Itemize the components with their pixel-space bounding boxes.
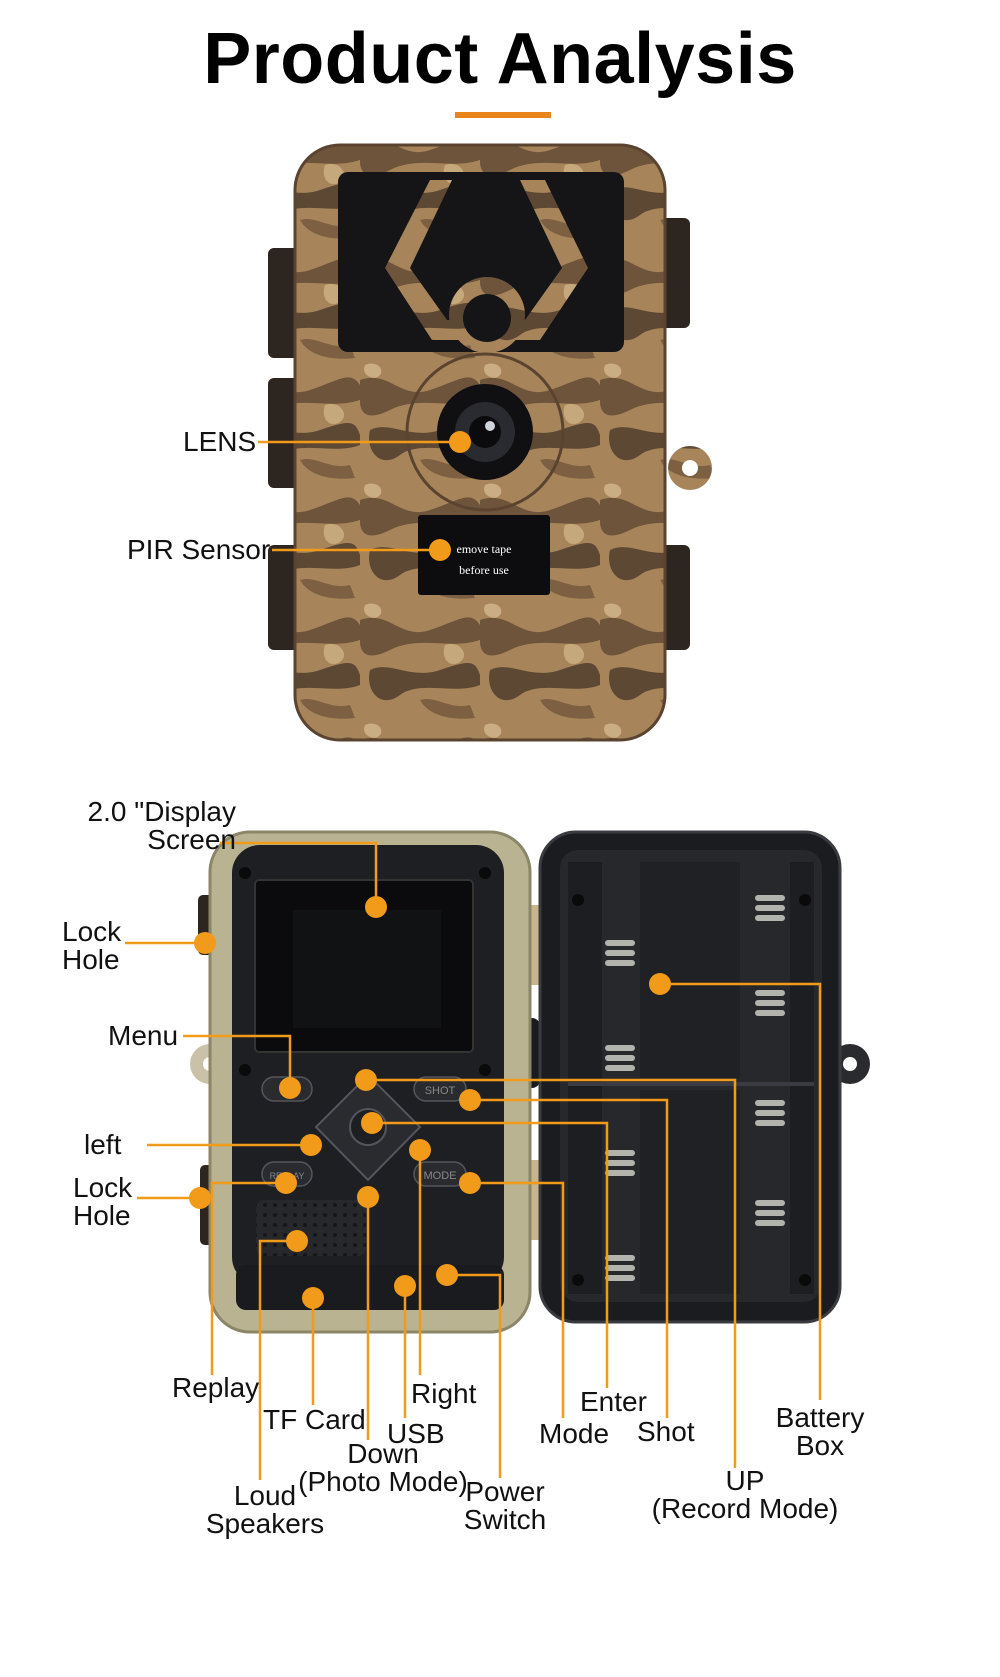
label-up: UP (Record Mode) [651,1465,839,1524]
label-down: Down (Photo Mode) [298,1438,468,1497]
callout-dots [189,431,671,1309]
camera-inside-right [538,830,870,1324]
page-title: Product Analysis [203,19,797,99]
sticker-line1: emove tape [457,542,512,556]
label-lens: LENS [183,426,257,457]
label-pir-sensor: PIR Sensor [127,534,271,565]
sticker-line2: before use [459,563,509,577]
label-usb: USB [387,1418,445,1449]
label-display-screen: 2.0 "Display Screen [87,796,236,855]
shot-key-label: SHOT [425,1085,456,1097]
label-enter: Enter [580,1386,647,1417]
label-power-switch: Power Switch [463,1476,547,1535]
label-loud-speakers: Loud Speakers [205,1480,325,1539]
label-lock-hole-bottom: Lock Hole [73,1172,133,1231]
label-mode: Mode [539,1418,610,1449]
mode-key-label: MODE [424,1170,457,1182]
label-right: Right [411,1378,477,1409]
label-left: left [84,1129,122,1160]
label-tf-card: TF Card [263,1404,366,1435]
title-underline [455,112,551,118]
label-battery-box: Battery Box [775,1402,865,1461]
camera-front: emove tape before use [268,143,712,742]
label-menu: Menu [108,1020,179,1051]
label-lock-hole-top: Lock Hole [62,916,122,975]
label-shot: Shot [637,1416,695,1447]
callout-lines [125,440,822,1480]
label-replay: Replay [172,1372,260,1403]
